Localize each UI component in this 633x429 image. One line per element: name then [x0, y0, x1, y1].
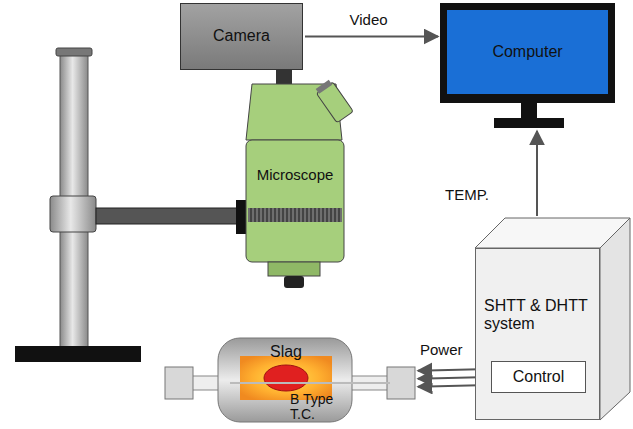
connector-label: Video: [350, 11, 388, 28]
node-text: SHTT & DHTT system: [484, 297, 593, 334]
slag-sample: Slag: [258, 340, 314, 364]
camera-box: Camera: [180, 3, 303, 70]
part-label: B Type T.C.: [290, 392, 346, 421]
computer-monitor: Computer: [440, 3, 615, 103]
microscope-body: [246, 70, 353, 288]
connector-label: TEMP.: [445, 186, 489, 203]
node-text: Microscope: [257, 166, 334, 183]
furnace: [165, 338, 415, 422]
connector: [305, 36, 438, 37]
control-box: Control: [491, 361, 586, 393]
node-text: Slag: [270, 343, 302, 361]
control-system-box: SHTT & DHTT systemControl: [475, 248, 600, 420]
node-text: Camera: [213, 27, 270, 45]
monitor-stand: [494, 103, 564, 128]
control-cabinet: [475, 218, 630, 420]
microscope-label-area: Microscope: [247, 150, 343, 200]
node-text: Control: [513, 368, 565, 386]
connector-label: Power: [420, 341, 463, 358]
microscope-stand: [15, 48, 248, 362]
node-text: Computer: [492, 43, 562, 61]
connector: [537, 131, 538, 216]
